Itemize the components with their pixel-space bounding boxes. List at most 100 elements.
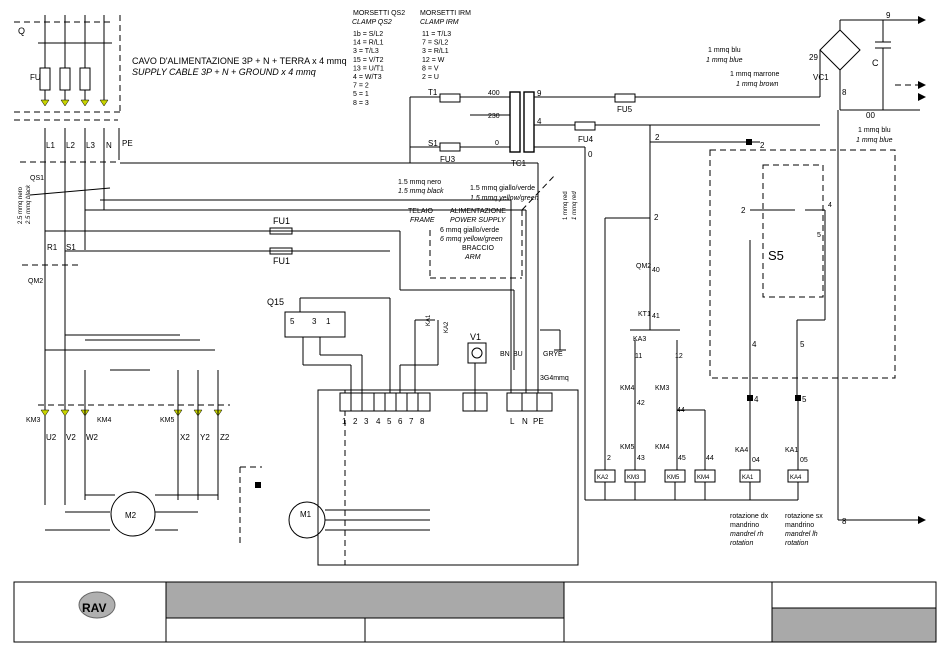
w11-label: 11: [635, 353, 642, 360]
irm-row: 8 = V: [422, 65, 439, 72]
grye-label: GRYE: [543, 351, 563, 358]
s1-label: S1: [66, 243, 76, 252]
n4-wire: 4: [752, 340, 757, 349]
ka3-label: KA3: [633, 336, 646, 343]
km4-ctrl-label-b: KM4: [655, 444, 670, 451]
black-it: 1.5 mmq nero: [398, 179, 441, 186]
s5-wire2: 2: [741, 206, 746, 215]
qs2-row: 1b = S/L2: [353, 31, 383, 38]
blue-en: 1 mmq blue: [706, 57, 743, 64]
rav-logo: RAV: [78, 591, 116, 619]
s1b-label: S1: [428, 139, 438, 148]
c-label: C: [872, 58, 879, 68]
q15-pin-5: 5: [290, 317, 295, 326]
tc1-label: TC1: [511, 159, 527, 168]
control-box: 1 2 3 4 5 6 7 8 L N PE: [317, 389, 579, 566]
qm2-label: QM2: [28, 278, 43, 285]
ka1-small: KA1: [426, 314, 432, 326]
w2-ka2: 2: [607, 455, 611, 462]
irm-sub: CLAMP IRM: [420, 19, 459, 26]
terminal-1: 1: [342, 417, 347, 426]
qs2-row: 5 = 1: [353, 91, 369, 98]
frame-it: TELAIO: [408, 208, 433, 215]
w45-label: 45: [678, 455, 686, 462]
km4-label: KM4: [97, 417, 112, 424]
irm-row: 3 = R/L1: [422, 48, 449, 55]
terminal-l: L: [510, 417, 515, 426]
qs1-label: QS1: [30, 175, 44, 182]
qs2-row: 13 = U/T1: [353, 65, 384, 72]
rot-sx-2: mandrino: [785, 522, 814, 529]
qs2-row: 8 = 3: [353, 100, 369, 107]
terminal-7: 7: [409, 417, 414, 426]
main-wire-it: 2.5 mmq nero: [18, 186, 24, 224]
irm-row: 7 = S/L2: [422, 40, 448, 47]
r1-label: R1: [47, 243, 58, 252]
v1-label: V1: [470, 332, 481, 342]
qm2-ctrl-label: QM2: [636, 263, 651, 270]
title-block: RAV: [13, 581, 937, 643]
x2-label: X2: [180, 433, 190, 442]
n4-label: 4: [537, 117, 542, 126]
rectifier-vc1: 9 29 VC1 C 8 00 8: [809, 11, 920, 526]
coil-km4: KM4: [697, 475, 710, 481]
q15-label: Q15: [267, 297, 284, 307]
frame-en: FRAME: [410, 217, 435, 224]
rot-sx-3: mandrel lh: [785, 531, 818, 538]
irm-row: 2 = U: [422, 74, 439, 81]
cable-label: 3G4mmq: [540, 375, 569, 382]
q15-pin-1: 1: [326, 317, 331, 326]
rot-dx-2: mandrino: [730, 522, 759, 529]
qs2-row: 4 = W/T3: [353, 74, 382, 81]
n8-label: 8: [842, 88, 847, 97]
q15-switch: Q15 5 3 1 KA1 KA2: [267, 297, 450, 393]
supply-to-box: FU1 FU1 BN BU GRYE 3G4mmq: [45, 162, 569, 393]
qs2-row: 3 = T/L3: [353, 48, 379, 55]
bu-label: BU: [513, 351, 523, 358]
q15-pin-3: 3: [312, 317, 317, 326]
blue-it: 1 mmq blu: [708, 47, 741, 54]
supply-it: ALIMENTAZIONE: [450, 208, 506, 215]
y2-label: Y2: [200, 433, 210, 442]
brown-it: 1 mmq marrone: [730, 71, 780, 78]
arm-en: ARM: [464, 254, 481, 261]
q-label: Q: [18, 26, 25, 36]
s5-pin4: 4: [828, 202, 832, 209]
ka4-ctrl-label: KA4: [735, 447, 748, 454]
fu3a-label: FU3: [440, 155, 456, 164]
w05-label: 05: [800, 457, 808, 464]
m1-label: M1: [300, 510, 312, 519]
kt1-label: KT1: [638, 311, 651, 318]
n5-wire: 5: [800, 340, 805, 349]
w04-label: 04: [752, 457, 760, 464]
ka1-ctrl-label: KA1: [785, 447, 798, 454]
terminal-5: 5: [387, 417, 392, 426]
w44b-label: 44: [706, 455, 714, 462]
u2-label: U2: [46, 433, 57, 442]
red-it: 1 mmq red: [563, 191, 569, 220]
rot-sx-1: rotazione sx: [785, 513, 823, 520]
n9b-label: 9: [886, 11, 891, 20]
n8b-label: 8: [842, 517, 847, 526]
n29-label: 29: [809, 53, 818, 62]
qs2-row: 7 = 2: [353, 83, 369, 90]
yg-it: 1.5 mmq giallo/verde: [470, 185, 535, 192]
supply-cable-en: SUPPLY CABLE 3P + N + GROUND x 4 mmq: [132, 67, 316, 77]
km5-ctrl-label: KM5: [620, 444, 635, 451]
km3-ctrl-label: KM3: [655, 385, 670, 392]
arm-it: BRACCIO: [462, 245, 494, 252]
irm-row: 12 = W: [422, 57, 445, 64]
fu1b-label: FU1: [273, 256, 290, 266]
yg-en: 1.5 mmq yellow/green: [470, 195, 539, 202]
clamps-table: MORSETTI QS2 CLAMP QS2 MORSETTI IRM CLAM…: [352, 10, 471, 107]
l1-label: L1: [46, 141, 55, 150]
blue2-en: 1 mmq blue: [856, 137, 893, 144]
main-wire-en: 2.5 mmq black: [26, 184, 32, 225]
terminal-2: 2: [353, 417, 358, 426]
s5-label: S5: [768, 248, 784, 263]
supply-en: POWER SUPPLY: [450, 217, 507, 224]
terminal-4: 4: [376, 417, 381, 426]
w2-node: 2: [655, 133, 660, 142]
v230-label: 230: [488, 113, 500, 120]
